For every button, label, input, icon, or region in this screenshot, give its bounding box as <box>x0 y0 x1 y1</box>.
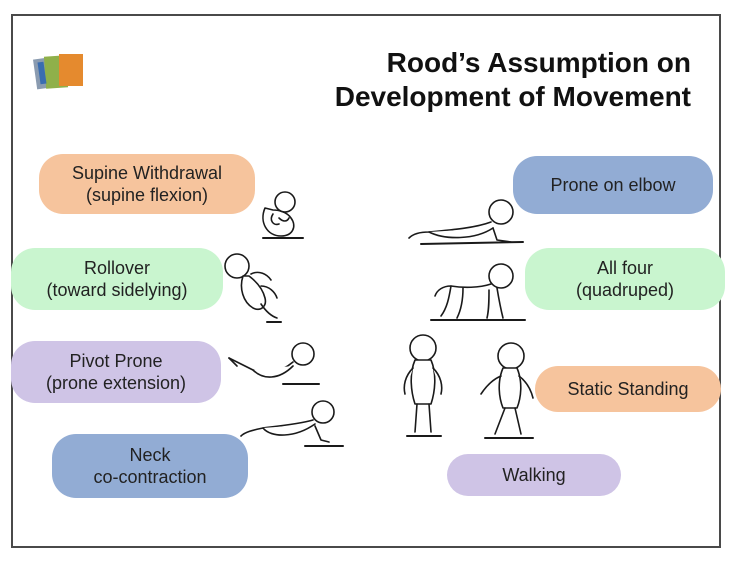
baby-quadruped-illustration <box>430 263 526 321</box>
stage-pivot-prone: Pivot Prone (prone extension) <box>11 341 221 403</box>
stage-label: Neck <box>129 445 171 465</box>
stage-label: Supine Withdrawal <box>71 163 223 183</box>
stage-supine-withdrawal: Supine Withdrawal (supine flexion) <box>39 154 255 214</box>
slide: Rood’s Assumption on Development of Move… <box>11 14 725 548</box>
stage-rollover: Rollover (toward sidelying) <box>11 248 223 310</box>
stage-label: Prone on elbow <box>550 175 676 195</box>
baby-prone-on-elbow-illustration <box>408 199 524 245</box>
stage-neck-cocontraction: Neck co-contraction <box>52 434 248 498</box>
stage-walking: Walking <box>447 454 621 496</box>
stage-sublabel: co-contraction <box>93 467 207 487</box>
stage-label: Pivot Prone <box>69 351 163 371</box>
baby-static-standing-illustration <box>403 334 443 437</box>
title-line-2: Development of Movement <box>334 81 691 112</box>
stage-label: Static Standing <box>567 379 689 399</box>
baby-walking-illustration <box>480 342 534 439</box>
title-line-1: Rood’s Assumption on <box>386 47 691 78</box>
stage-sublabel: (toward sidelying) <box>46 280 188 300</box>
stage-sublabel: (quadruped) <box>575 280 675 300</box>
stage-sublabel: (prone extension) <box>45 373 187 393</box>
stage-label: All four <box>596 258 653 278</box>
baby-neck-cocontraction-illustration <box>240 400 344 447</box>
baby-pivot-prone-illustration <box>228 342 320 385</box>
stage-all-four: All four (quadruped) <box>525 248 725 310</box>
logo-icon <box>33 54 83 90</box>
stage-label: Walking <box>502 465 566 485</box>
baby-supine-flexion-illustration <box>262 191 304 239</box>
baby-rollover-illustration <box>224 253 282 323</box>
stage-prone-on-elbow: Prone on elbow <box>513 156 713 214</box>
stage-static-standing: Static Standing <box>535 366 721 412</box>
stage-sublabel: (supine flexion) <box>85 185 209 205</box>
stage-label: Rollover <box>83 258 151 278</box>
page-title: Rood’s Assumption on Development of Move… <box>335 46 691 114</box>
